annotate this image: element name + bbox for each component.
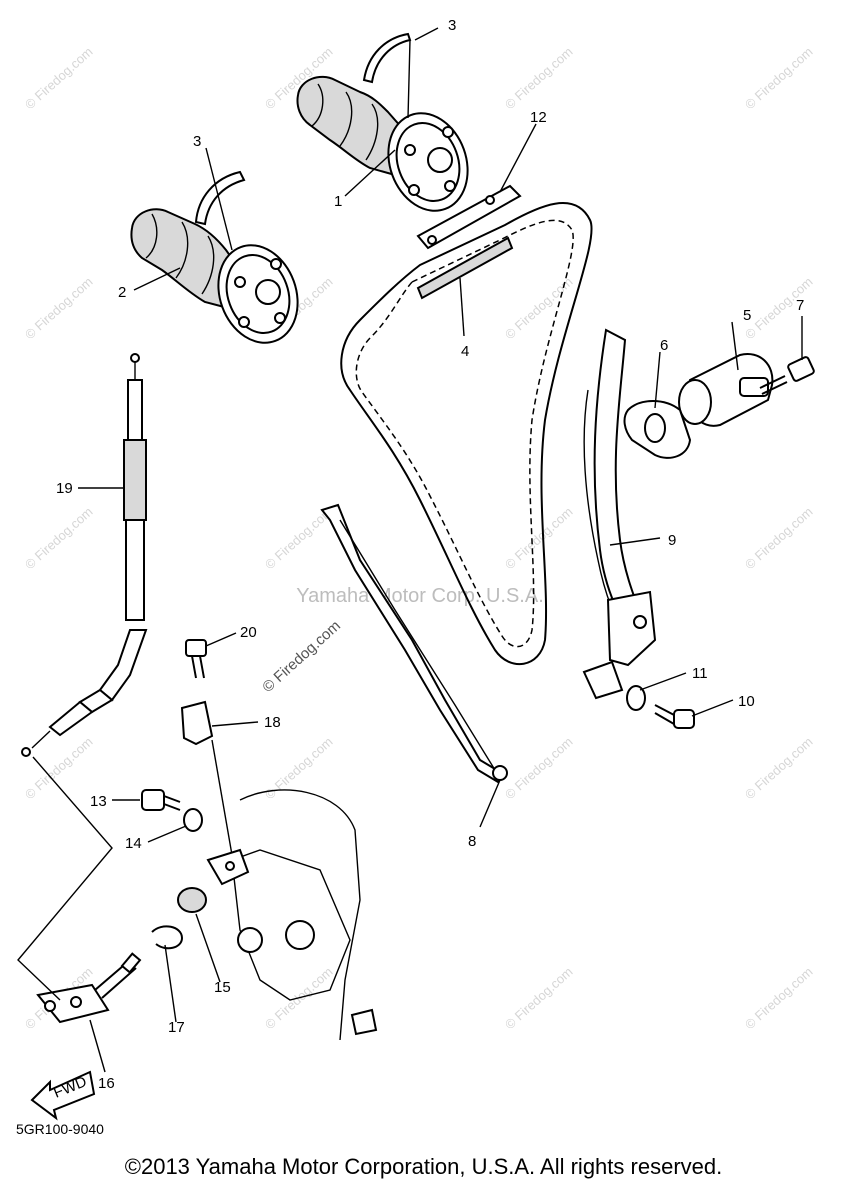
watermark-tile: © Firedog.com [742,734,816,802]
callout-2: 2 [118,284,126,301]
callout-10: 10 [738,693,755,710]
watermark-tile: © Firedog.com [742,274,816,342]
clip-upper [362,32,412,84]
callout-13: 13 [90,793,107,810]
bolt-10 [654,704,695,729]
callout-11: 11 [692,665,708,682]
watermark-tile: © Firedog.com [22,734,96,802]
washer-14 [183,808,203,832]
camshaft-intake [130,208,299,344]
watermark-tile: © Firedog.com [22,274,96,342]
watermark-tile: © Firedog.com [22,504,96,572]
callout-labels: 1 2 3 3 4 5 6 7 8 9 10 11 12 13 14 15 16… [56,17,804,1092]
circlip [151,925,184,950]
callout-8: 8 [468,833,476,850]
callout-5: 5 [743,307,751,324]
callout-17: 17 [168,1019,185,1036]
crankcase-housing [206,789,378,1041]
decompression-shaft [36,952,142,1024]
watermark-tile: © Firedog.com [502,964,576,1032]
cable-bracket [180,700,214,746]
watermark-tile: © Firedog.com [502,734,576,802]
callout-19: 19 [56,480,73,497]
chain-tensioner [678,353,774,427]
callout-18: 18 [264,714,281,731]
watermark-tile: © Firedog.com [502,504,576,572]
leader-lines [78,27,803,1073]
fwd-arrow-icon: FWD [30,1070,96,1121]
callout-14: 14 [125,835,142,852]
copyright-notice: ©2013 Yamaha Motor Corporation, U.S.A. A… [124,1154,723,1179]
watermark-center: Yamaha Motor Corp. U.S.A. [296,585,544,607]
callout-4: 4 [461,343,469,360]
callout-9: 9 [668,532,676,549]
callout-15: 15 [214,979,231,996]
watermark-tile: © Firedog.com [262,734,336,802]
watermark-tile: © Firedog.com [742,964,816,1032]
bolt-13 [141,789,181,811]
watermark-tile: © Firedog.com [742,44,816,112]
timing-chain [340,202,593,666]
oil-seal [177,887,207,913]
callout-3-lower: 3 [193,133,201,150]
callout-7: 7 [796,297,804,314]
callout-12: 12 [530,109,547,126]
decompression-cable [21,353,148,757]
watermark-tile: © Firedog.com [502,44,576,112]
callout-16: 16 [98,1075,115,1092]
callout-1: 1 [334,193,342,210]
callout-3-upper: 3 [448,17,456,34]
watermark-diagonal: © Firedog.com [259,617,344,696]
tensioner-bolt [759,356,815,395]
bolt-20 [185,639,207,679]
watermark-tile: © Firedog.com [742,504,816,572]
drawing-code: 5GR100-9040 [16,1121,104,1137]
clip-lower [194,170,246,226]
watermark-tile: © Firedog.com [22,44,96,112]
washer-11 [626,685,646,711]
callout-20: 20 [240,624,257,641]
callout-6: 6 [660,337,668,354]
camshaft-exhaust [296,75,469,212]
